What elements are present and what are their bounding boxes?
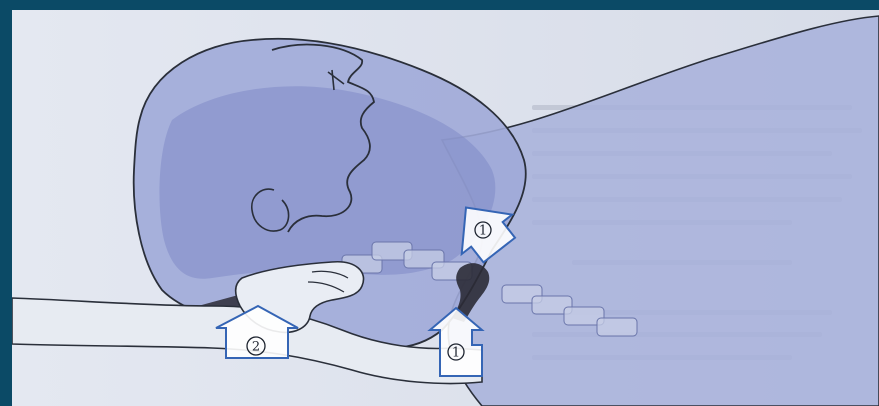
- medical-illustration: 1 1 2: [12, 10, 879, 406]
- svg-text:2: 2: [252, 340, 260, 355]
- svg-text:1: 1: [452, 346, 460, 361]
- illustration-svg: 1 1 2: [12, 10, 879, 406]
- svg-text:1: 1: [479, 224, 487, 239]
